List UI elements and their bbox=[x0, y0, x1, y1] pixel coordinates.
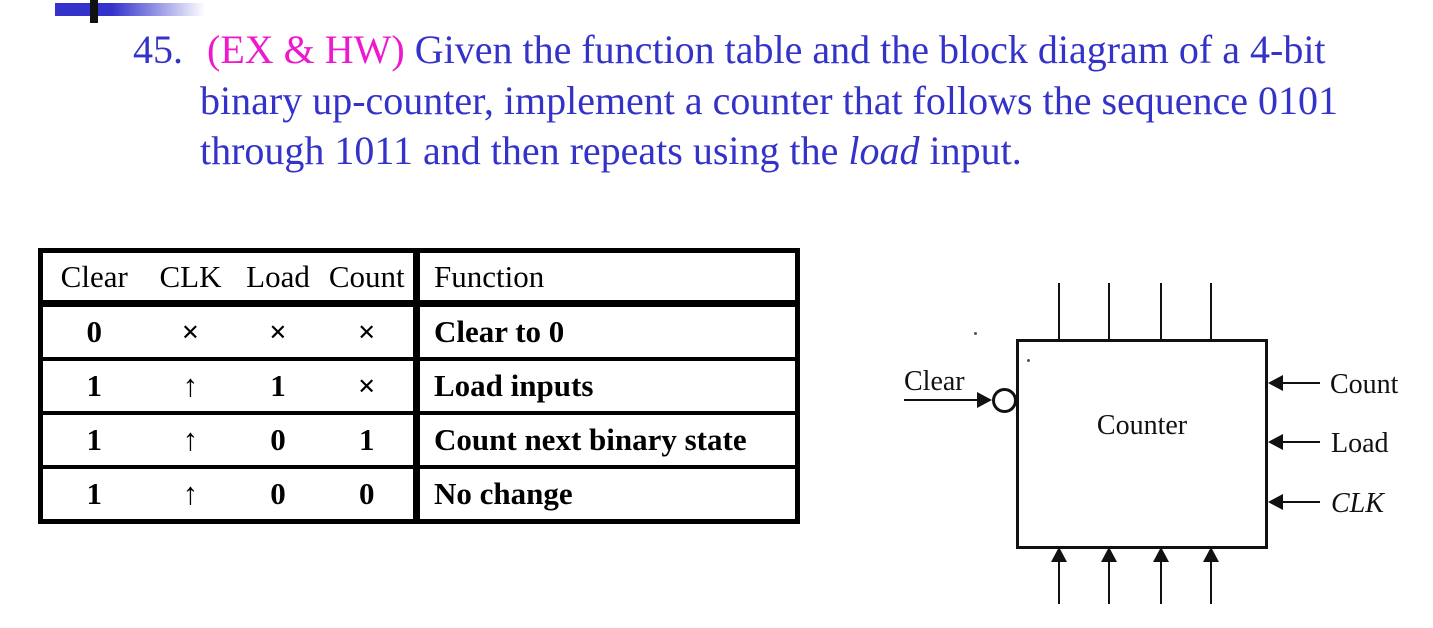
clk-arrowhead-icon bbox=[1268, 494, 1283, 510]
input-arrowhead-icon bbox=[1153, 547, 1169, 562]
table-row: 0 × × × Clear to 0 bbox=[40, 303, 798, 361]
cell-clk: ↑ bbox=[145, 359, 236, 415]
output-line bbox=[1058, 283, 1060, 339]
output-line bbox=[1108, 283, 1110, 339]
problem-title-line-3: through 1011 and then repeats using the … bbox=[200, 128, 1022, 174]
cell-clear: 1 bbox=[40, 359, 146, 415]
problem-text-4: input. bbox=[919, 128, 1022, 173]
cell-clear: 0 bbox=[40, 303, 146, 361]
cell-function: Clear to 0 bbox=[413, 303, 798, 361]
cell-function: Load inputs bbox=[413, 359, 798, 415]
scan-speck bbox=[974, 332, 977, 335]
header-clk: CLK bbox=[145, 250, 236, 307]
cell-count: × bbox=[320, 303, 417, 361]
table-row: 1 ↑ 0 1 Count next binary state bbox=[40, 413, 798, 469]
count-arrowhead-icon bbox=[1268, 375, 1283, 391]
input-arrowhead-icon bbox=[1203, 547, 1219, 562]
cell-load: 0 bbox=[235, 413, 321, 469]
input-line bbox=[1058, 560, 1060, 604]
problem-text-2: binary up-counter, implement a counter t… bbox=[200, 78, 1339, 123]
cell-clear: 1 bbox=[40, 413, 146, 469]
clear-input-line bbox=[904, 399, 980, 401]
clk-input-label: CLK bbox=[1331, 488, 1384, 519]
count-input-line bbox=[1280, 382, 1320, 384]
cell-count: 0 bbox=[359, 476, 375, 511]
cell-load: 0 bbox=[270, 476, 286, 511]
count-input-label: Count bbox=[1330, 369, 1399, 400]
function-table: Clear CLK Load Count Function 0 × × × Cl… bbox=[38, 248, 800, 524]
slide-accent-tick bbox=[90, 0, 98, 23]
load-input-line bbox=[1280, 441, 1320, 443]
problem-title-line-2: binary up-counter, implement a counter t… bbox=[200, 78, 1338, 124]
output-line bbox=[1210, 283, 1212, 339]
cell-clk: ↑ bbox=[182, 476, 199, 511]
input-line bbox=[1210, 560, 1212, 604]
input-line bbox=[1108, 560, 1110, 604]
active-low-bubble-icon bbox=[992, 388, 1017, 413]
slide-accent-bar bbox=[55, 3, 205, 16]
cell-count: 1 bbox=[320, 413, 417, 469]
problem-title-line-1: 45. (EX & HW) Given the function table an… bbox=[133, 27, 1326, 73]
cell-load: 1 bbox=[235, 359, 321, 415]
cell-clear: 1 bbox=[86, 476, 103, 511]
problem-text-load-italic: load bbox=[848, 128, 920, 173]
load-arrowhead-icon bbox=[1268, 434, 1283, 450]
problem-text-3: through 1011 and then repeats using the bbox=[200, 128, 849, 173]
header-load: Load bbox=[235, 250, 321, 307]
input-arrowhead-icon bbox=[1051, 547, 1067, 562]
input-line bbox=[1160, 560, 1162, 604]
scan-speck bbox=[1027, 359, 1030, 362]
counter-block bbox=[1016, 339, 1268, 549]
cell-clk: ↑ bbox=[145, 413, 236, 469]
clear-input-label: Clear bbox=[904, 366, 965, 397]
problem-text-1: Given the function table and the block d… bbox=[414, 27, 1326, 72]
table-row: 1 ↑ 1 × Load inputs bbox=[40, 359, 798, 415]
header-count: Count bbox=[320, 250, 417, 307]
header-clear: Clear bbox=[40, 250, 146, 307]
problem-tag: (EX & HW) bbox=[207, 27, 405, 72]
cell-function: Count next binary state bbox=[413, 413, 798, 469]
cell-count: × bbox=[320, 359, 417, 415]
header-function: Function bbox=[413, 250, 798, 307]
clear-arrowhead-icon bbox=[977, 392, 992, 408]
load-input-label: Load bbox=[1331, 428, 1389, 459]
problem-number: 45. bbox=[133, 27, 183, 72]
clk-input-line bbox=[1280, 501, 1320, 503]
counter-block-label: Counter bbox=[1096, 410, 1188, 441]
output-line bbox=[1160, 283, 1162, 339]
function-table-header-row: Clear CLK Load Count Function bbox=[40, 250, 798, 307]
table-row: 1 ↑ 0 0 No change bbox=[41, 467, 798, 522]
input-arrowhead-icon bbox=[1101, 547, 1117, 562]
cell-function: No change bbox=[413, 467, 798, 522]
cell-load: × bbox=[235, 303, 321, 361]
cell-clk: × bbox=[145, 303, 236, 361]
